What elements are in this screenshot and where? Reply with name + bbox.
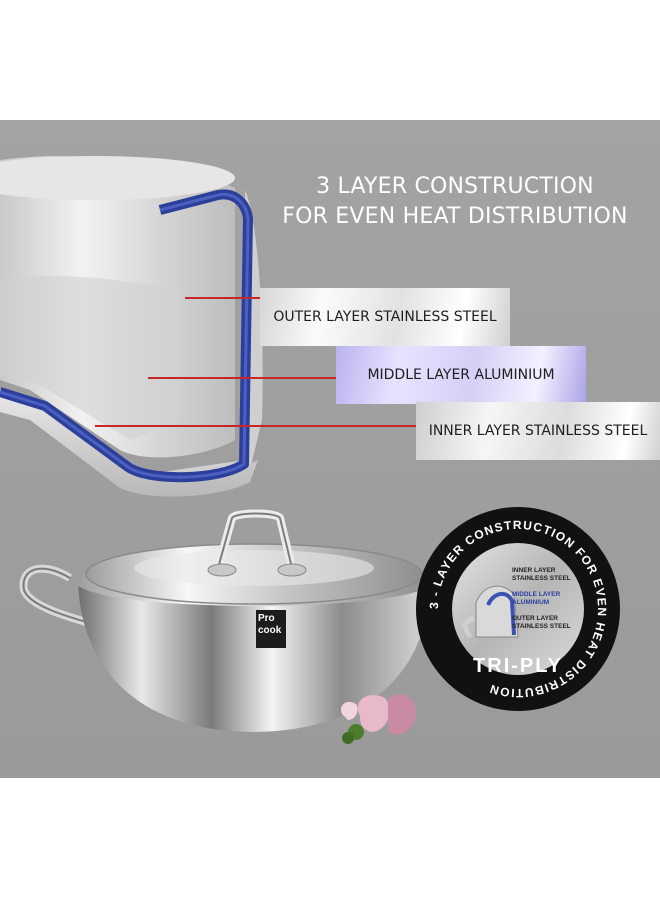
badge-middle-layer-line1: MIDDLE LAYER xyxy=(512,591,561,598)
badge-inner-layer-line1: INNER LAYER xyxy=(512,567,556,574)
badge-title: TRI-PLY xyxy=(473,655,563,677)
badge-inner-layer: INNER LAYER STAINLESS STEEL xyxy=(512,567,571,583)
badge-outer-layer-line1: OUTER LAYER xyxy=(512,615,558,622)
headline-line1: 3 LAYER CONSTRUCTION xyxy=(316,174,594,199)
brand-logo-line1: Pro xyxy=(258,613,275,624)
inner-layer-label: INNER LAYER STAINLESS STEEL xyxy=(416,402,660,460)
badge-outer-layer: OUTER LAYER STAINLESS STEEL xyxy=(512,615,571,631)
headline: 3 LAYER CONSTRUCTION FOR EVEN HEAT DISTR… xyxy=(270,172,640,232)
middle-layer-label: MIDDLE LAYER ALUMINIUM xyxy=(336,346,586,404)
headline-line2: FOR EVEN HEAT DISTRIBUTION xyxy=(282,204,628,229)
brand-logo-line2: cook xyxy=(258,625,282,636)
badge-middle-layer: MIDDLE LAYER ALUMINIUM xyxy=(512,591,560,607)
badge-outer-layer-line2: STAINLESS STEEL xyxy=(512,623,571,630)
product-panel: Pro cook 3 LAYER CONSTRUCTION FOR EVEN H… xyxy=(0,120,660,778)
outer-layer-label: OUTER LAYER STAINLESS STEEL xyxy=(260,288,510,346)
badge-inner-layer-line2: STAINLESS STEEL xyxy=(512,575,571,582)
tri-ply-badge: 3 - LAYER CONSTRUCTION FOR EVEN HEAT DIS… xyxy=(414,505,622,713)
onion-garnish-image xyxy=(340,694,417,744)
brand-logo: Pro cook xyxy=(258,613,286,637)
kadai-pot-image xyxy=(19,509,450,732)
cross-section-image xyxy=(0,156,450,744)
badge-middle-layer-line2: ALUMINIUM xyxy=(512,599,550,606)
